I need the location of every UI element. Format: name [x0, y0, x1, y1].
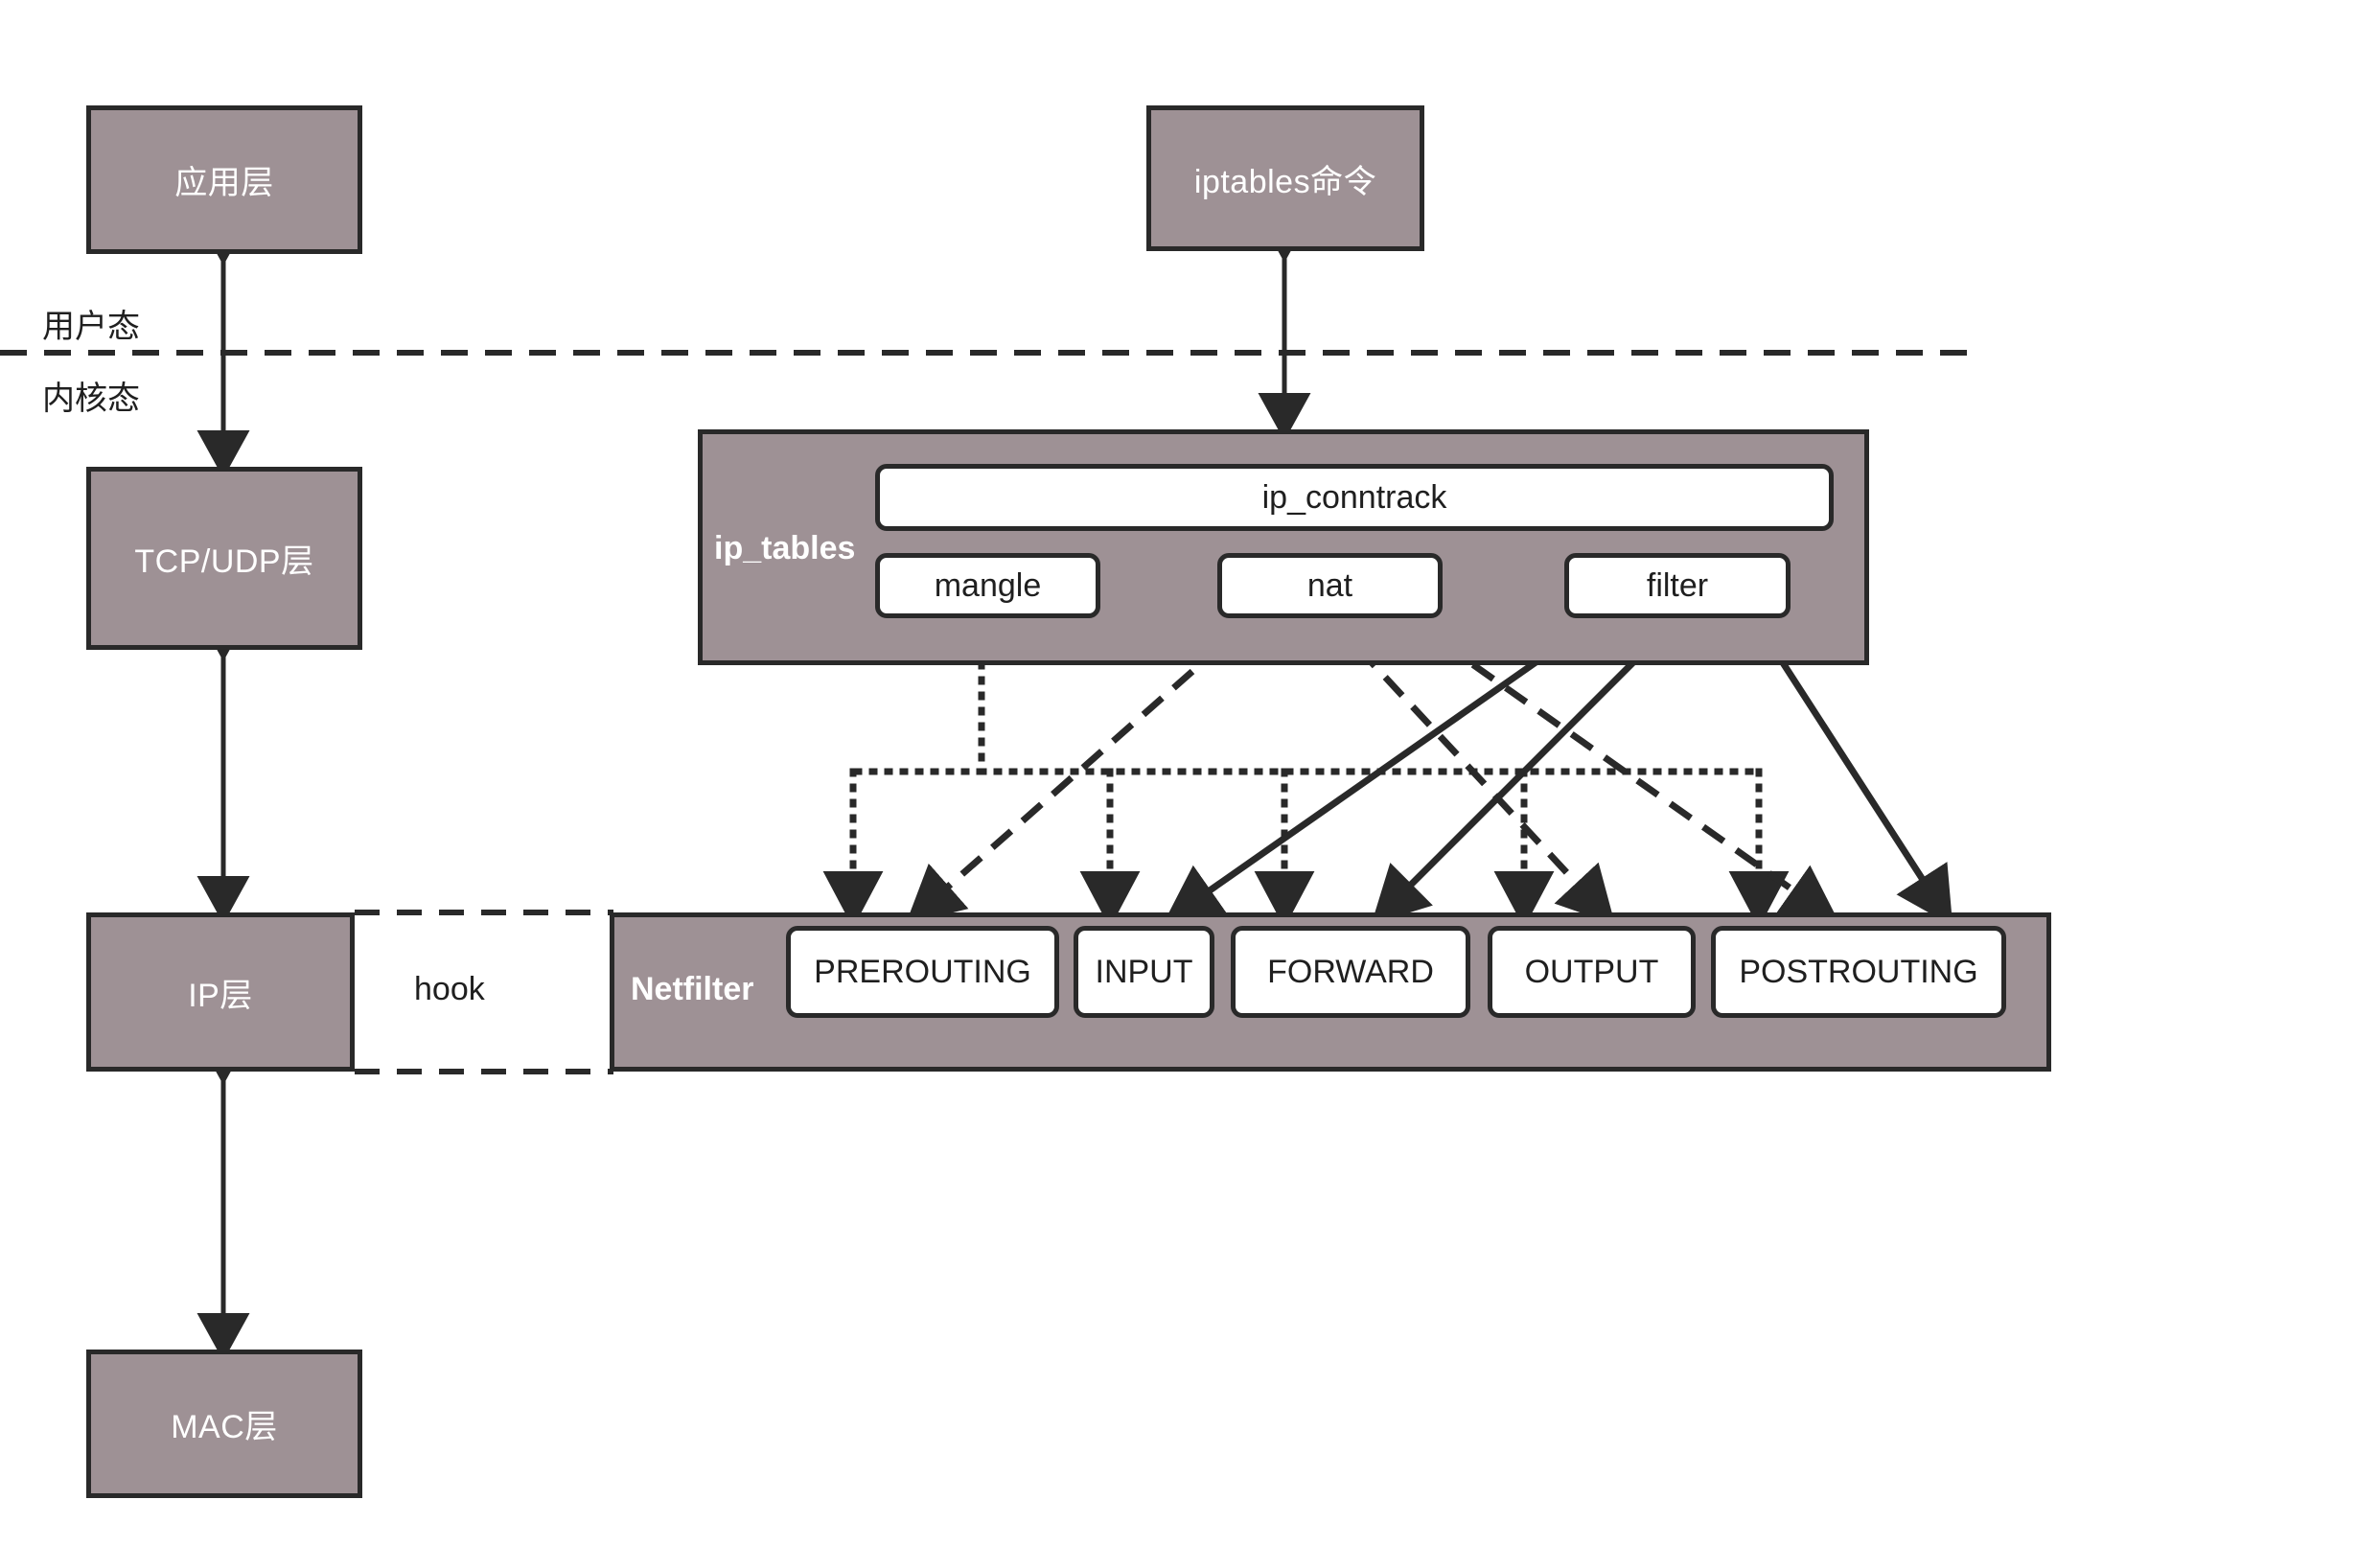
- node-mac-layer[interactable]: MAC层: [86, 1350, 362, 1498]
- chip-table-mangle[interactable]: mangle: [875, 553, 1100, 618]
- chain-forward-label: FORWARD: [1267, 953, 1434, 990]
- node-iptables-command-label: iptables命令: [1193, 163, 1377, 200]
- chain-postrouting[interactable]: POSTROUTING: [1711, 926, 2006, 1018]
- chip-ip-conntrack[interactable]: ip_conntrack: [875, 464, 1834, 531]
- label-user-space: 用户态: [42, 309, 140, 345]
- chip-table-nat-label: nat: [1306, 566, 1353, 604]
- chain-forward[interactable]: FORWARD: [1231, 926, 1470, 1018]
- node-transport-layer[interactable]: TCP/UDP层: [86, 467, 362, 650]
- node-transport-layer-label: TCP/UDP层: [134, 543, 314, 580]
- chain-input-label: INPUT: [1095, 953, 1193, 990]
- chain-prerouting[interactable]: PREROUTING: [786, 926, 1059, 1018]
- label-kernel-space: 内核态: [42, 381, 140, 417]
- mangle-connectors: [822, 614, 1790, 929]
- chip-table-mangle-label: mangle: [934, 566, 1042, 604]
- chain-postrouting-label: POSTROUTING: [1739, 953, 1978, 990]
- container-ip-tables-label: ip_tables: [714, 530, 856, 566]
- filter-connectors: [1164, 615, 1953, 927]
- node-ip-layer[interactable]: IP层: [86, 912, 355, 1072]
- nat-connectors: [906, 615, 1839, 925]
- chain-prerouting-label: PREROUTING: [814, 953, 1031, 990]
- node-mac-layer-label: MAC层: [171, 1409, 278, 1445]
- node-iptables-command[interactable]: iptables命令: [1146, 105, 1424, 251]
- node-ip-layer-label: IP层: [188, 977, 253, 1014]
- node-application-layer-label: 应用层: [174, 165, 274, 201]
- chain-output-label: OUTPUT: [1524, 953, 1659, 990]
- label-hook: hook: [414, 971, 485, 1007]
- chain-input[interactable]: INPUT: [1074, 926, 1214, 1018]
- chip-table-filter-label: filter: [1646, 566, 1709, 604]
- chip-table-nat[interactable]: nat: [1217, 553, 1443, 618]
- node-application-layer[interactable]: 应用层: [86, 105, 362, 254]
- chain-output[interactable]: OUTPUT: [1488, 926, 1696, 1018]
- chip-table-filter[interactable]: filter: [1564, 553, 1791, 618]
- chip-ip-conntrack-label: ip_conntrack: [1261, 478, 1447, 516]
- container-netfilter-label: Netfilter: [631, 971, 754, 1007]
